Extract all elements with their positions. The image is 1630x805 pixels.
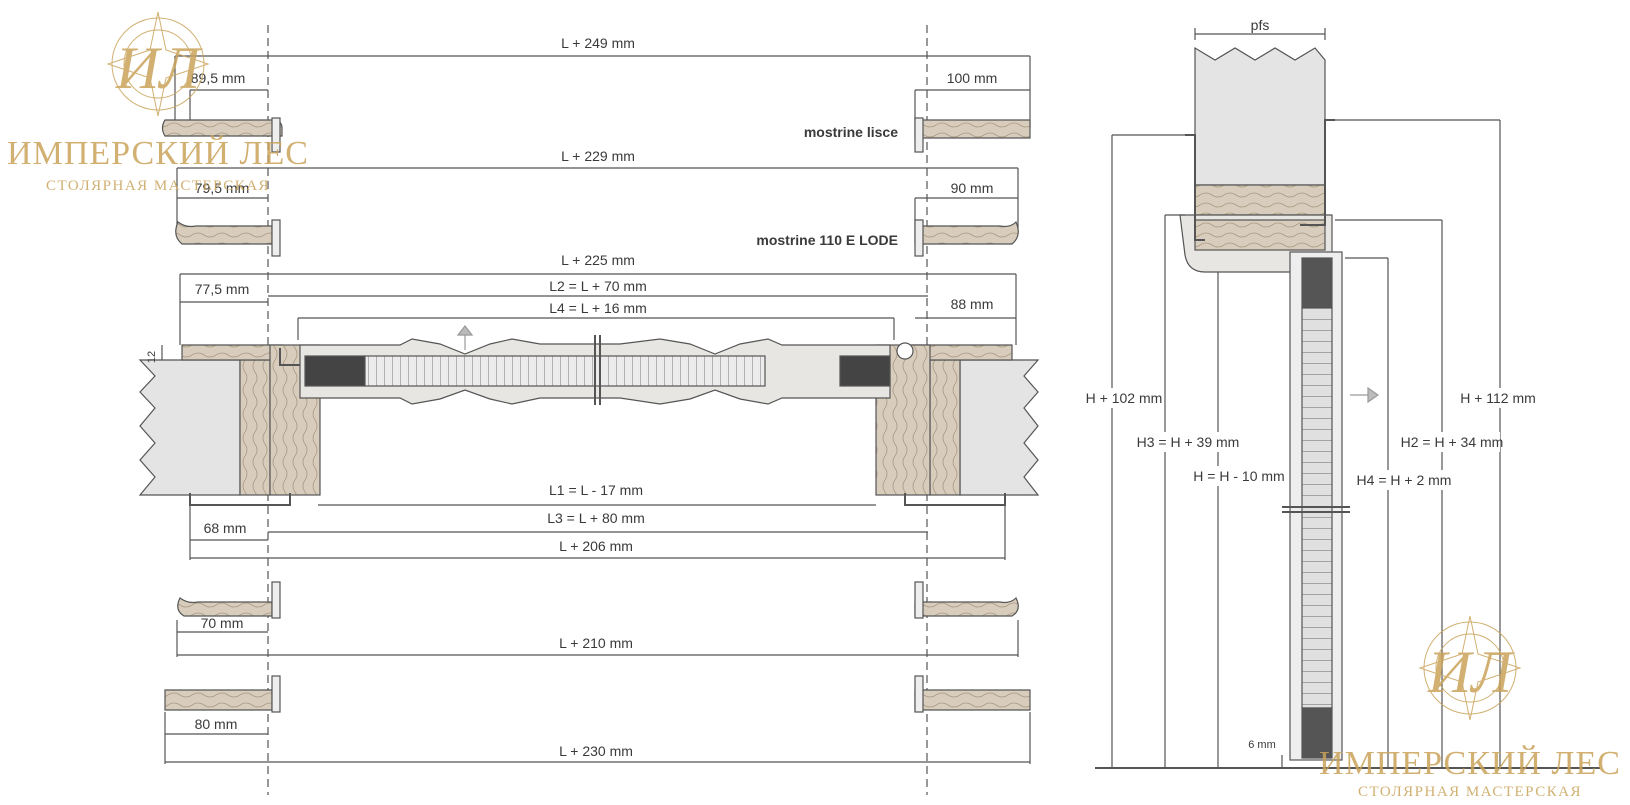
door-leaf-plan (299, 325, 891, 405)
row1-total: L + 249 mm (561, 35, 635, 51)
row3-total: L + 225 mm (561, 252, 635, 268)
row6-dimensions (164, 712, 1031, 764)
row3-edge: 12 (146, 351, 158, 363)
brand-sub: СТОЛЯРНАЯ МАСТЕРСКАЯ (46, 178, 270, 194)
plan-labels: L + 249 mm 89,5 mm 100 mm mostrine lisce… (146, 35, 997, 759)
brand-name: ИМПЕРСКИЙ ЛЕС (7, 135, 309, 172)
h2-label: H2 = H + 34 mm (1401, 434, 1504, 450)
row2-left: 79,5 mm (195, 180, 249, 196)
row1-left: 89,5 mm (191, 70, 245, 86)
row6-left: 80 mm (195, 716, 238, 732)
row2-dimensions (176, 167, 1019, 228)
h4-label: H4 = H + 2 mm (1357, 472, 1452, 488)
row5-left: 70 mm (201, 615, 244, 631)
section-labels: pfs H + 102 mm H3 = H + 39 mm H = H - 10… (1086, 17, 1536, 751)
plan-view (138, 25, 1040, 795)
row5-total: L + 210 mm (559, 635, 633, 651)
row2-total: L + 229 mm (561, 148, 635, 164)
row4-l3: L3 = L + 80 mm (547, 510, 645, 526)
brand-sub: СТОЛЯРНАЯ МАСТЕРСКАЯ (1358, 784, 1582, 800)
h-label: H = H - 10 mm (1193, 468, 1284, 484)
left-wall (138, 359, 271, 496)
brand-name: ИМПЕРСКИЙ ЛЕС (1319, 745, 1621, 782)
watermark-top-left: ИЛ ИМПЕРСКИЙ ЛЕС СТОЛЯРНАЯ МАСТЕРСКАЯ (7, 11, 309, 194)
row4-left: 68 mm (204, 520, 247, 536)
row1-trims (161, 117, 1031, 153)
pfs-label: pfs (1251, 17, 1270, 33)
right-wall (929, 359, 1040, 496)
row5-dimensions (176, 620, 1019, 657)
row3-left: 77,5 mm (195, 281, 249, 297)
row4-dimensions (189, 504, 1006, 560)
row6-trims (164, 675, 1031, 713)
row3-right: 88 mm (951, 296, 994, 312)
row3-l4: L4 = L + 16 mm (549, 300, 647, 316)
label-moulded-trim: mostrine 110 E LODE (756, 232, 898, 248)
gap-label: 6 mm (1248, 739, 1276, 751)
ornament-icon (106, 11, 210, 117)
ornament-icon (1418, 615, 1522, 721)
right-frame (875, 342, 1013, 506)
row5-trims (177, 581, 1019, 619)
row1-right: 100 mm (947, 70, 998, 86)
row1-dimensions (174, 55, 1031, 128)
row2-trims (175, 219, 1019, 257)
monogram: ИЛ (115, 35, 203, 101)
row4-total: L + 206 mm (559, 538, 633, 554)
row3-dimensions (161, 273, 1017, 360)
watermark-bottom-right: ИЛ ИМПЕРСКИЙ ЛЕС СТОЛЯРНАЯ МАСТЕРСКАЯ (1319, 615, 1621, 800)
label-smooth-trim: mostrine lisce (804, 124, 898, 140)
h-plus-102: H + 102 mm (1086, 390, 1163, 406)
monogram: ИЛ (1427, 639, 1515, 705)
row4-l1: L1 = L - 17 mm (549, 482, 643, 498)
row2-right: 90 mm (951, 180, 994, 196)
row3-l2: L2 = L + 70 mm (549, 278, 647, 294)
h-plus-112: H + 112 mm (1460, 390, 1536, 406)
h3-label: H3 = H + 39 mm (1137, 434, 1240, 450)
row6-total: L + 230 mm (559, 743, 633, 759)
